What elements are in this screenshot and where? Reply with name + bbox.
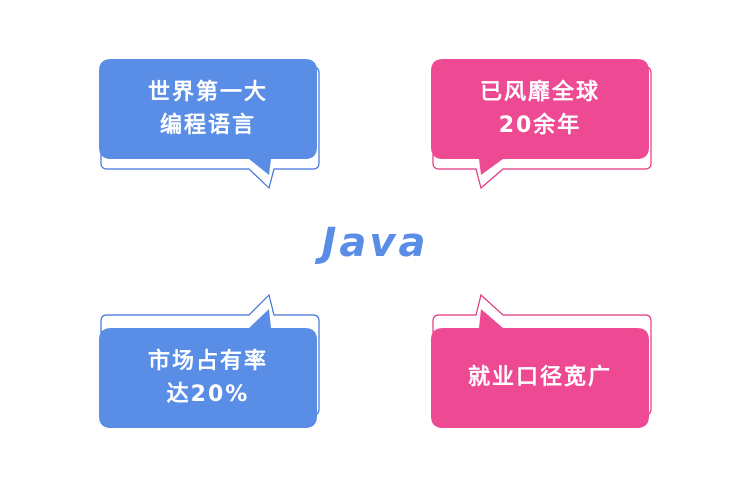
speech-bubble-shape [99,59,320,190]
speech-bubble-shape [431,59,652,190]
bubble-line-1: 已风靡全球 [479,80,600,105]
speech-bubble-shape [431,293,652,428]
bubble-line-2: 编程语言 [159,113,256,138]
bubble-line-1: 世界第一大 [147,80,268,105]
bubble-line-2: 达20% [166,382,250,407]
bubble-bottom-right: 就业口径宽广 [431,293,652,430]
speech-bubble-shape [99,293,320,428]
bubble-bottom-left: 市场占有率 达20% [99,293,320,430]
bubble-line-1: 就业口径宽广 [467,365,612,390]
bubble-line-2: 20余年 [498,113,582,138]
center-title: Java [321,220,429,266]
bubble-line-1: 市场占有率 [147,349,268,374]
bubble-top-right: 已风靡全球 20余年 [431,59,652,190]
bubble-top-left: 世界第一大 编程语言 [99,59,320,190]
